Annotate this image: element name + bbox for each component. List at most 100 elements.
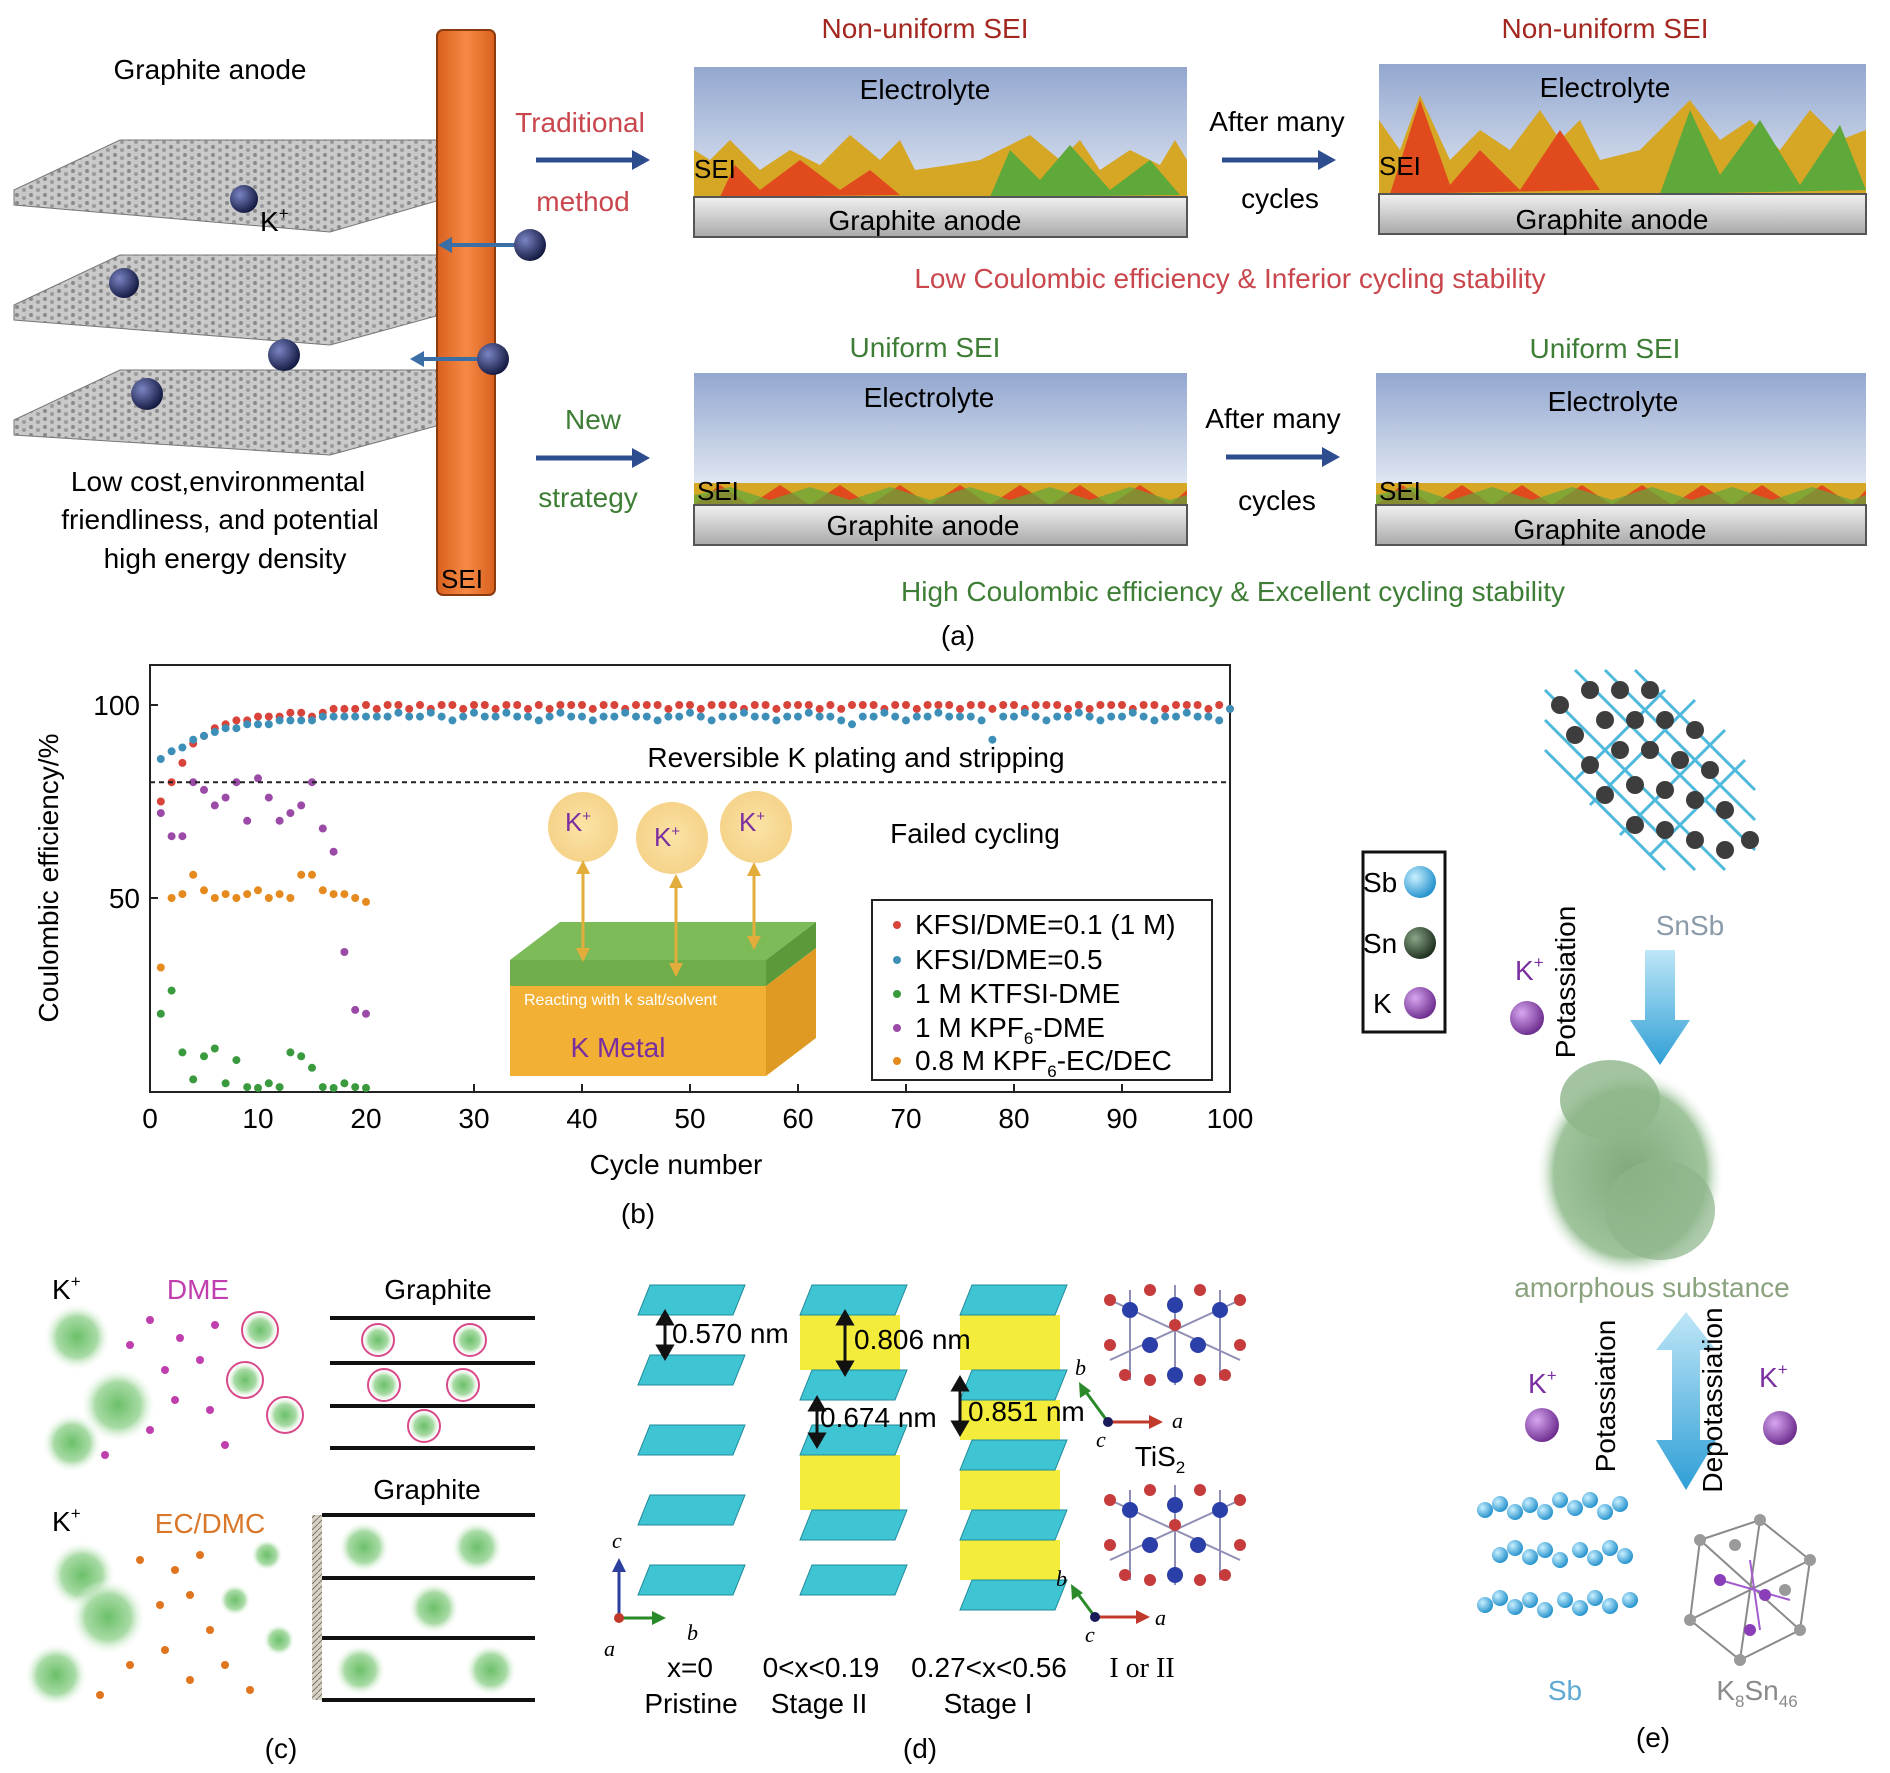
solvated-k-ion: [241, 1311, 279, 1349]
spacing-label: 0.806 nm: [854, 1324, 971, 1355]
caption-e: (e): [1636, 1722, 1670, 1753]
data-point: [545, 712, 554, 721]
data-point: [362, 701, 370, 709]
k-ion-label: K+: [1759, 1360, 1788, 1393]
data-point: [1172, 712, 1180, 721]
data-point: [362, 712, 370, 721]
sei-tag: SEI: [697, 476, 739, 506]
solvated-k-ion: [263, 1624, 295, 1656]
data-point: [696, 712, 705, 721]
intercalated-ions: [361, 1323, 487, 1443]
data-point: [318, 886, 327, 895]
data-point: [945, 712, 954, 721]
data-point: [729, 712, 738, 721]
data-point: [329, 847, 338, 856]
arrow-head: [632, 448, 650, 468]
sb-atom-icon: [1404, 866, 1436, 898]
k-metal-block-top: [510, 922, 816, 960]
electrolyte-label: Electrolyte: [864, 382, 995, 413]
x-tick-label: 30: [458, 1103, 489, 1134]
graphite-ions: [334, 1521, 517, 1696]
data-point: [912, 712, 921, 721]
data-point: [675, 712, 684, 721]
data-point: [329, 890, 338, 899]
graphite-anode-bar: [1378, 193, 1867, 235]
potassiation-label: Potassiation: [1590, 1320, 1621, 1473]
data-point: [556, 701, 565, 709]
data-point: [794, 712, 802, 721]
x-tick-label: 90: [1106, 1103, 1137, 1134]
data-point: [1118, 712, 1126, 721]
data-point: [340, 712, 349, 721]
data-point: [437, 712, 446, 721]
data-point: [1193, 712, 1202, 721]
k-ion-label: K+: [1528, 1366, 1557, 1399]
data-point: [588, 716, 597, 725]
data-point: [1010, 712, 1018, 721]
legend-marker: [893, 1024, 901, 1032]
data-point: [459, 704, 468, 713]
legend-item: 1 M KTFSI-DME: [915, 978, 1120, 1009]
data-point: [297, 708, 306, 717]
series-points: [156, 701, 1234, 1092]
caption-c: (c): [265, 1733, 298, 1764]
k-ion-ball: [131, 378, 163, 410]
tis2-stack-pristine: [637, 1284, 746, 1596]
k-ion-bubble: K+: [636, 802, 708, 977]
data-point: [956, 712, 964, 721]
data-point: [891, 712, 900, 721]
data-point: [502, 701, 511, 709]
svg-text:K+: K+: [565, 807, 591, 837]
data-point: [1053, 701, 1062, 709]
solvated-k-ion: [266, 1396, 304, 1434]
data-point: [848, 701, 856, 709]
data-point: [221, 890, 230, 899]
data-point: [318, 824, 327, 833]
spacing-label: 0.674 nm: [820, 1402, 937, 1433]
data-point: [934, 708, 943, 717]
data-point: [264, 712, 273, 721]
k-ion-label: K+: [52, 1504, 81, 1537]
data-point: [642, 712, 651, 721]
data-point: [480, 701, 489, 709]
panel-e: Sb Sn K SnSb Potassiatio: [1361, 668, 1816, 1753]
data-point: [1150, 716, 1159, 725]
data-point: [189, 778, 198, 787]
data-point: [189, 870, 198, 879]
data-point: [329, 1084, 338, 1092]
k-atom-icon: [1510, 1001, 1544, 1035]
data-point: [1172, 701, 1180, 709]
data-point: [1042, 716, 1051, 725]
k-metal-side: [766, 948, 816, 1076]
data-point: [1215, 716, 1224, 725]
sn-atom-icon: [1404, 927, 1436, 959]
k-ion-bubble: K+: [720, 791, 792, 950]
data-point: [178, 1048, 187, 1057]
data-point: [243, 720, 252, 729]
electrolyte-label: Electrolyte: [1540, 72, 1671, 103]
data-point: [318, 712, 327, 721]
solvated-k-ion: [226, 1361, 264, 1399]
data-point: [416, 712, 424, 721]
data-point: [945, 701, 954, 709]
data-point: [567, 701, 576, 709]
data-point: [286, 708, 295, 717]
data-point: [426, 708, 435, 717]
legend-marker: [893, 990, 901, 998]
traditional-label-2: method: [536, 186, 629, 217]
data-point: [534, 716, 543, 725]
data-point: [966, 701, 975, 709]
data-point: [232, 1056, 241, 1065]
graphite-anode-title: Graphite anode: [113, 54, 306, 85]
data-point: [1204, 712, 1213, 721]
data-point: [243, 890, 252, 899]
solvated-k-ion: [80, 1367, 156, 1443]
data-point: [686, 701, 694, 709]
data-point: [610, 712, 619, 721]
axis-a-label: a: [604, 1636, 615, 1661]
k-ion-label: K+: [1515, 953, 1544, 986]
data-point: [567, 712, 576, 721]
data-point: [794, 701, 802, 709]
axis-a-label: a: [1155, 1605, 1166, 1630]
